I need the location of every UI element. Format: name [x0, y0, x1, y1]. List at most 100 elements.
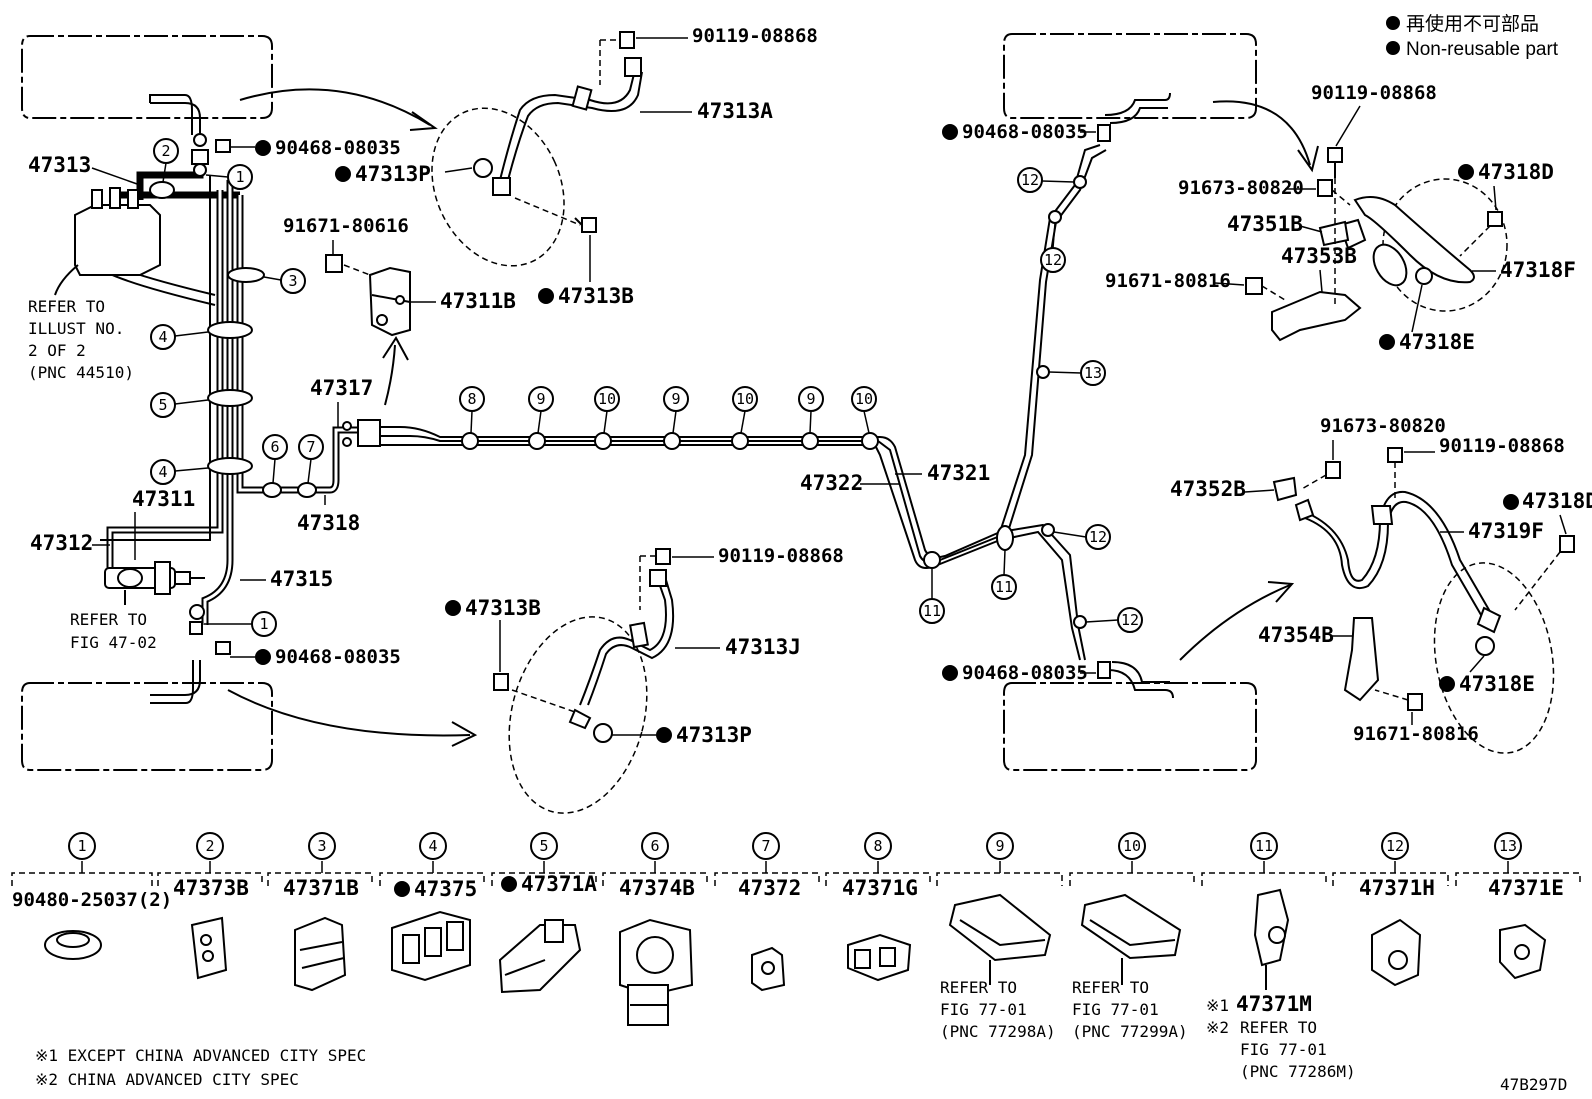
callout-9: 9 — [528, 386, 554, 412]
callout-12: 12 — [1085, 524, 1111, 550]
rear-upper-detail — [1245, 147, 1508, 342]
table-num-1: 1 — [68, 832, 96, 860]
refer-illust-line1: REFER TO — [28, 297, 105, 316]
callout-10: 10 — [732, 386, 758, 412]
label-47313J: 47313J — [725, 635, 801, 659]
flow-arrow-head — [451, 721, 478, 747]
label-91671-rr-upper: 91671-80816 — [1105, 270, 1231, 292]
svg-text:6: 6 — [270, 438, 279, 456]
label-47313: 47313 — [28, 153, 91, 177]
clamp-8 — [461, 432, 479, 450]
callout-12: 12 — [1017, 167, 1043, 193]
svg-text:11: 11 — [1255, 837, 1273, 855]
flow-arrow — [227, 689, 471, 737]
note9-line1: REFER TO — [940, 978, 1017, 997]
label-47318D-upper: 47318D — [1478, 160, 1554, 184]
label-rear-90468-bottom: 90468-08035 — [962, 662, 1088, 684]
svg-text:7: 7 — [306, 438, 315, 456]
svg-text:3: 3 — [288, 272, 297, 290]
clamp-12 — [1073, 615, 1087, 629]
flow-arrow-head — [1267, 581, 1295, 603]
callout-1: 1 — [227, 164, 253, 190]
svg-text:13: 13 — [1084, 364, 1102, 382]
callouts: 1 2 3 4 5 4 6 7 1 8 9 10 9 10 9 10 11 11 — [150, 138, 1143, 637]
svg-text:2: 2 — [205, 837, 214, 855]
label-90119-fr-upper: 90119-08868 — [692, 25, 818, 47]
callout-9: 9 — [663, 386, 689, 412]
note10-line3: (PNC 77299A) — [1072, 1022, 1188, 1041]
table-num-12: 12 — [1381, 832, 1409, 860]
callout-1: 1 — [251, 611, 277, 637]
legend-jp: 再使用不可部品 — [1406, 13, 1539, 35]
non-reusable-mark-icon — [1386, 41, 1400, 55]
svg-text:2: 2 — [161, 142, 170, 160]
svg-text:1: 1 — [259, 615, 268, 633]
flow-arrow — [239, 88, 431, 126]
svg-text:9: 9 — [536, 390, 545, 408]
label-47311: 47311 — [132, 487, 195, 511]
grommet — [189, 604, 205, 620]
grommet — [193, 133, 207, 147]
hose-stub — [150, 660, 201, 696]
svg-text:10: 10 — [598, 390, 616, 408]
flow-arrow-head — [409, 111, 438, 131]
note11-mark2: ※2 — [1206, 1018, 1229, 1037]
table-num-7: 7 — [752, 832, 780, 860]
clamp-9-icon — [948, 893, 1052, 985]
wheel-box-front-left — [21, 35, 273, 119]
label-47312: 47312 — [30, 531, 93, 555]
front-upper-hose-detail — [431, 31, 643, 267]
label-47321: 47321 — [927, 461, 990, 485]
table-num-11: 11 — [1250, 832, 1278, 860]
callout-5: 5 — [150, 392, 176, 418]
footnote-1: ※1 EXCEPT CHINA ADVANCED CITY SPEC — [35, 1046, 366, 1065]
legend-en: Non-reusable part — [1406, 39, 1559, 60]
table-num-9: 9 — [986, 832, 1014, 860]
non-reusable-mark-icon — [255, 140, 271, 156]
svg-text:9: 9 — [995, 837, 1004, 855]
callout-12: 12 — [1040, 247, 1066, 273]
grommet — [193, 163, 207, 177]
label-47313A: 47313A — [697, 99, 773, 123]
label-47311B: 47311B — [440, 289, 516, 313]
svg-text:12: 12 — [1044, 251, 1062, 269]
non-reusable-mark-icon — [1386, 16, 1400, 30]
note10-line1: REFER TO — [1072, 978, 1149, 997]
clamp-9 — [801, 432, 819, 450]
non-reusable-mark-icon — [1379, 334, 1395, 350]
label-47313B-lower: 47313B — [465, 596, 541, 620]
table-num-6: 6 — [641, 832, 669, 860]
label-47318F: 47318F — [1500, 258, 1576, 282]
front-lower-hose-detail — [493, 548, 675, 814]
table-num-10: 10 — [1118, 832, 1146, 860]
legend: 再使用不可部品 Non-reusable part — [1386, 13, 1559, 60]
label-47313B-upper: 47313B — [558, 284, 634, 308]
footnote-2: ※2 CHINA ADVANCED CITY SPEC — [35, 1070, 299, 1089]
note11-ref3: (PNC 77286M) — [1240, 1062, 1356, 1081]
non-reusable-mark-icon — [942, 124, 958, 140]
clamp-9 — [528, 432, 546, 450]
label-47317: 47317 — [310, 376, 373, 400]
clamp-12-icon — [1371, 918, 1422, 987]
callout-8: 8 — [459, 386, 485, 412]
note10-line2: FIG 77-01 — [1072, 1000, 1159, 1019]
table-num-3: 3 — [308, 832, 336, 860]
table-num-4: 4 — [419, 832, 447, 860]
clamp-4-icon — [391, 910, 471, 982]
svg-text:10: 10 — [1123, 837, 1141, 855]
clamp-12 — [1073, 175, 1087, 189]
tube-union — [357, 419, 381, 447]
svg-text:5: 5 — [539, 837, 548, 855]
diagram-id: 47B297D — [1500, 1075, 1567, 1094]
svg-text:12: 12 — [1386, 837, 1404, 855]
svg-text:9: 9 — [806, 390, 815, 408]
clamp-11-icon — [1253, 888, 1290, 990]
note11-ref2: FIG 77-01 — [1240, 1040, 1327, 1059]
callout-12: 12 — [1117, 607, 1143, 633]
svg-text:1: 1 — [77, 837, 86, 855]
label-90468-top: 90468-08035 — [275, 137, 401, 159]
clamp-6 — [262, 482, 282, 498]
svg-text:3: 3 — [317, 837, 326, 855]
table-part-6: 47374B — [619, 876, 695, 900]
clip — [191, 149, 209, 165]
